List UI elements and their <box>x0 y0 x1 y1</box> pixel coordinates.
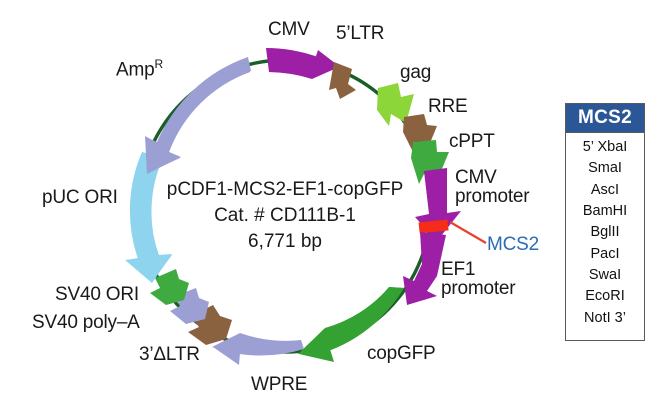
feature-arrow-ampr <box>145 57 251 174</box>
plasmid-name: pCDF1-MCS2-EF1-copGFP <box>166 179 404 200</box>
mcs2-site: NotI 3’ <box>584 309 626 326</box>
label-ampr-sup: R <box>154 57 163 71</box>
label-cmv-promoter-line1: CMV <box>455 167 497 188</box>
mcs2-box-title: MCS2 <box>578 107 632 128</box>
feature-arrow-puc-ori <box>125 152 172 283</box>
mcs2-site: AscI <box>590 181 620 198</box>
label-ef1-promoter: EF1 promoter <box>441 259 516 300</box>
feature-arrow-cmv <box>266 48 340 79</box>
mcs2-leader-line <box>449 221 487 244</box>
feature-arrow-5ltr <box>329 62 356 99</box>
label-sv40-ori: SV40 ORI <box>55 284 139 305</box>
feature-arrow-ef1-promoter <box>403 232 446 305</box>
mcs2-site: EcoRI <box>585 288 625 305</box>
label-ef1-promoter-line1: EF1 <box>441 259 476 280</box>
label-ef1-promoter-line2: promoter <box>441 278 516 300</box>
label-wpre: WPRE <box>251 374 308 395</box>
mcs2-site: SmaI <box>588 160 622 177</box>
mcs2-box-header: MCS2 <box>566 104 644 133</box>
mcs2-site: BamHI <box>582 202 628 219</box>
feature-arrow-copgfp <box>298 287 404 362</box>
feature-arrow-sv40-ori <box>150 269 189 305</box>
plasmid-center-caption: pCDF1-MCS2-EF1-copGFP Cat. # CD111B-1 6,… <box>145 177 425 254</box>
label-cmv-promoter: CMV promoter <box>455 167 530 208</box>
mcs2-red-marker <box>418 219 449 234</box>
label-puc-ori: pUC ORI <box>42 187 118 208</box>
plasmid-size-bp: 6,771 bp <box>248 230 322 252</box>
label-mcs2-callout: MCS2 <box>487 234 539 255</box>
label-5ltr: 5’LTR <box>336 23 385 44</box>
label-sv40-polya: SV40 poly–A <box>32 312 140 333</box>
label-gag: gag <box>400 62 432 83</box>
mcs2-site: SwaI <box>588 266 622 283</box>
label-ampr-base: Amp <box>116 59 155 81</box>
feature-arrow-wpre <box>212 333 304 365</box>
label-3ltr: 3’ΔLTR <box>139 344 200 365</box>
mcs2-site-box: MCS2 5’ XbaI SmaI AscI BamHI BglII PacI … <box>565 103 645 341</box>
label-ampr: AmpR <box>116 58 163 80</box>
label-rre: RRE <box>428 96 468 117</box>
label-cppt: cPPT <box>449 131 495 152</box>
feature-arrow-gag <box>377 83 414 126</box>
plasmid-catalog-number: Cat. # CD111B-1 <box>214 204 356 226</box>
mcs2-site: PacI <box>590 245 620 262</box>
label-cmv-promoter-line2: promoter <box>455 186 530 208</box>
label-cmv: CMV <box>268 19 310 40</box>
mcs2-site: BglII <box>590 224 620 241</box>
mcs2-site-list: 5’ XbaI SmaI AscI BamHI BglII PacI SwaI … <box>566 133 644 332</box>
label-copgfp: copGFP <box>367 343 436 364</box>
mcs2-site: 5’ XbaI <box>582 139 628 155</box>
